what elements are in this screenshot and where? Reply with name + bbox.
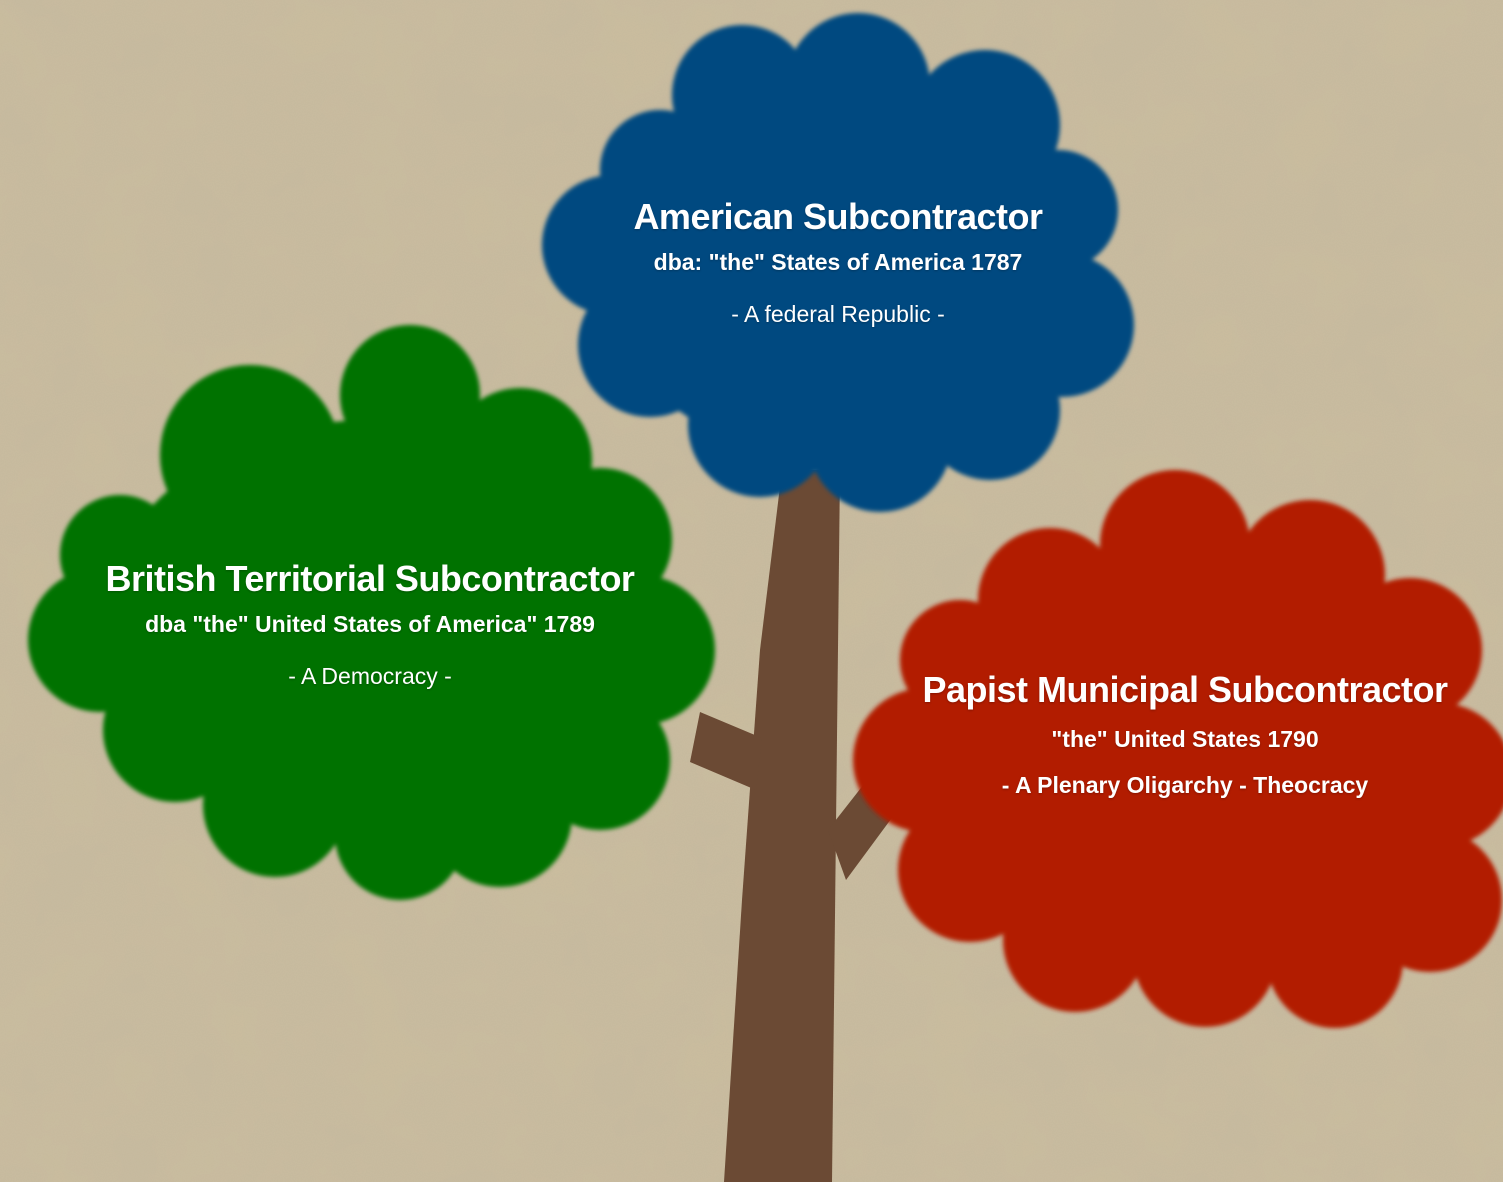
american-tagline: - A federal Republic - (731, 301, 945, 327)
papist-tagline: - A Plenary Oligarchy - Theocracy (1001, 772, 1369, 798)
papist-cloud (853, 470, 1503, 1028)
papist-subtitle: "the" United States 1790 (1051, 726, 1319, 752)
papist-title: Papist Municipal Subcontractor (922, 669, 1448, 710)
british-label-group: British Territorial Subcontractor dba "t… (40, 558, 700, 690)
american-subtitle: dba: "the" States of America 1787 (653, 249, 1023, 275)
british-cloud (28, 325, 715, 900)
british-title: British Territorial Subcontractor (105, 558, 635, 599)
american-title: American Subcontractor (633, 196, 1043, 237)
british-subtitle: dba "the" United States of America" 1789 (145, 611, 595, 637)
british-tagline: - A Democracy - (288, 663, 452, 689)
papist-label-group: Papist Municipal Subcontractor "the" Uni… (870, 669, 1500, 799)
american-cloud (542, 13, 1134, 512)
american-label-group: American Subcontractor dba: "the" States… (538, 196, 1138, 328)
